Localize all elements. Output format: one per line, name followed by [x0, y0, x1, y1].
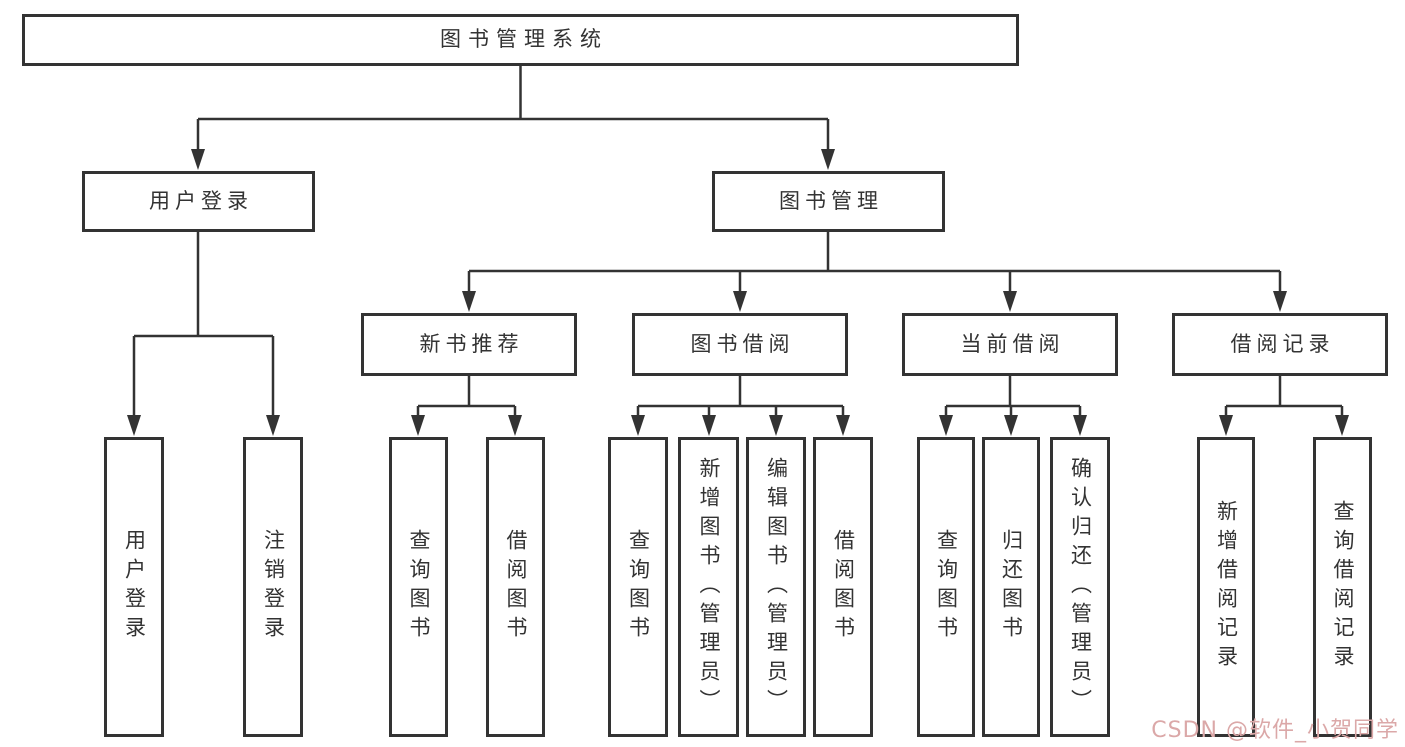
leaf-record-add-label: 新增借阅记录 [1214, 500, 1239, 674]
leaf-record-query: 查询借阅记录 [1313, 437, 1372, 737]
leaf-record-add: 新增借阅记录 [1197, 437, 1255, 737]
arrowhead [1335, 415, 1349, 436]
leaf-current-query: 查询图书 [917, 437, 975, 737]
leaf-newbook-query-label: 查询图书 [407, 529, 431, 645]
leaf-newbook-borrow-label: 借阅图书 [504, 529, 528, 645]
arrowhead [631, 415, 645, 436]
leaf-borrow-edit-book: 编辑图书（管理员） [746, 437, 806, 737]
leaf-current-query-label: 查询图书 [934, 529, 959, 645]
arrowhead [939, 415, 953, 436]
node-borrow-record: 借阅记录 [1172, 313, 1388, 376]
leaf-current-confirm-return-label: 确认归还（管理员） [1068, 456, 1093, 718]
node-root: 图书管理系统 [22, 14, 1019, 66]
arrowhead [1219, 415, 1233, 436]
csdn-watermark: CSDN @软件_小贺同学 [1151, 718, 1399, 743]
arrowhead [836, 415, 850, 436]
arrowhead [1004, 415, 1018, 436]
leaf-user-login-label: 用户登录 [122, 529, 147, 645]
leaf-record-query-label: 查询借阅记录 [1331, 500, 1355, 674]
leaf-borrow-edit-book-label: 编辑图书（管理员） [764, 456, 789, 718]
arrowhead [821, 149, 835, 170]
arrowhead [1003, 291, 1017, 312]
leaf-borrow-query-label: 查询图书 [626, 529, 651, 645]
node-current-borrow: 当前借阅 [902, 313, 1118, 376]
leaf-borrow-borrow-book: 借阅图书 [813, 437, 873, 737]
leaf-borrow-add-book-label: 新增图书（管理员） [697, 456, 721, 718]
arrowhead [733, 291, 747, 312]
arrowhead [411, 415, 425, 436]
leaf-current-confirm-return: 确认归还（管理员） [1050, 437, 1110, 737]
leaf-borrow-query: 查询图书 [608, 437, 668, 737]
node-borrow-record-label: 借阅记录 [1230, 331, 1335, 356]
arrowhead [266, 415, 280, 436]
arrowhead [702, 415, 716, 436]
node-book-borrow-label: 图书借阅 [690, 331, 795, 356]
leaf-newbook-query: 查询图书 [389, 437, 448, 737]
arrowhead [191, 149, 205, 170]
leaf-user-login: 用户登录 [104, 437, 164, 737]
leaf-borrow-add-book: 新增图书（管理员） [678, 437, 739, 737]
node-user-login-label: 用户登录 [149, 188, 253, 213]
node-book-management: 图书管理 [712, 171, 945, 232]
arrowhead [127, 415, 141, 436]
node-book-borrow: 图书借阅 [632, 313, 848, 376]
leaf-current-return: 归还图书 [982, 437, 1040, 737]
leaf-borrow-borrow-book-label: 借阅图书 [831, 529, 856, 645]
node-book-management-label: 图书管理 [779, 188, 883, 213]
node-new-book-recommend-label: 新书推荐 [419, 331, 524, 356]
node-user-login: 用户登录 [82, 171, 315, 232]
leaf-newbook-borrow: 借阅图书 [486, 437, 545, 737]
arrowhead [1273, 291, 1287, 312]
arrowhead [1073, 415, 1087, 436]
leaf-current-return-label: 归还图书 [999, 529, 1024, 645]
leaf-logout: 注销登录 [243, 437, 303, 737]
arrowhead [769, 415, 783, 436]
arrowhead [462, 291, 476, 312]
arrowhead [508, 415, 522, 436]
node-current-borrow-label: 当前借阅 [960, 331, 1065, 356]
leaf-logout-label: 注销登录 [261, 529, 286, 645]
node-root-label: 图书管理系统 [440, 27, 608, 52]
node-new-book-recommend: 新书推荐 [361, 313, 577, 376]
